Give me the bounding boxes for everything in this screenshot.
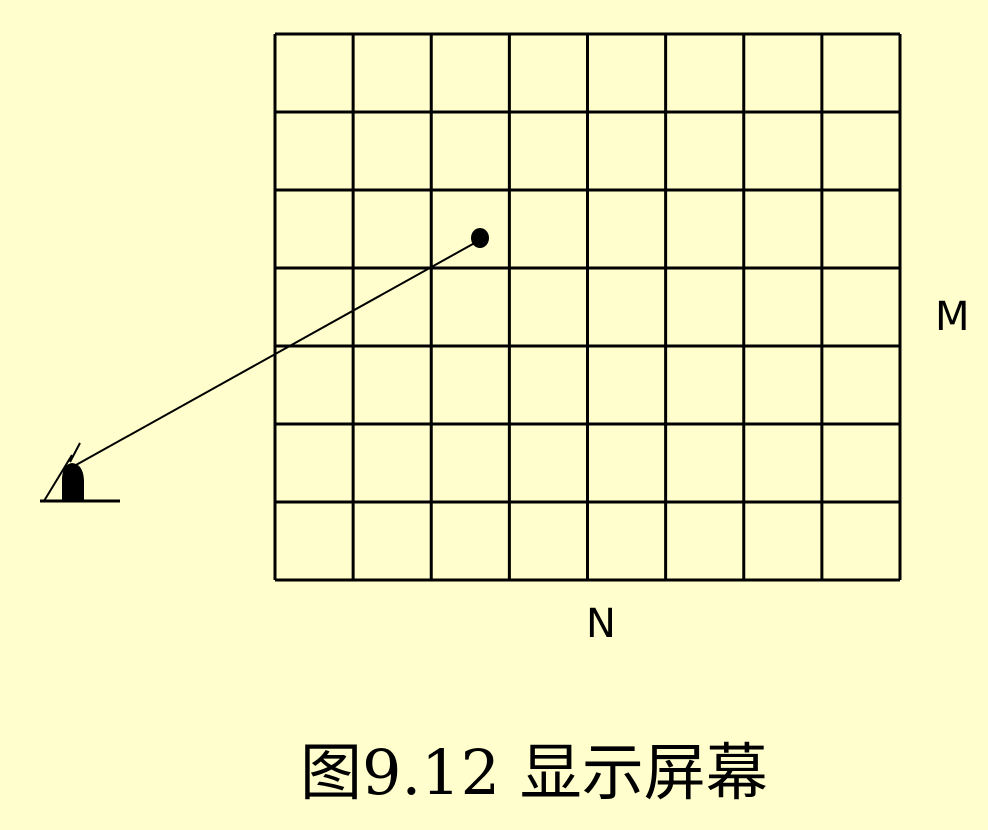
row-count-label-m: M <box>935 294 970 340</box>
pixel-grid <box>273 32 902 582</box>
pixel-point <box>471 228 489 248</box>
eye-icon <box>40 442 120 503</box>
figure-caption: 图9.12 显示屏幕 <box>300 736 768 809</box>
sight-line <box>75 239 481 466</box>
column-count-label-n: N <box>586 601 616 647</box>
